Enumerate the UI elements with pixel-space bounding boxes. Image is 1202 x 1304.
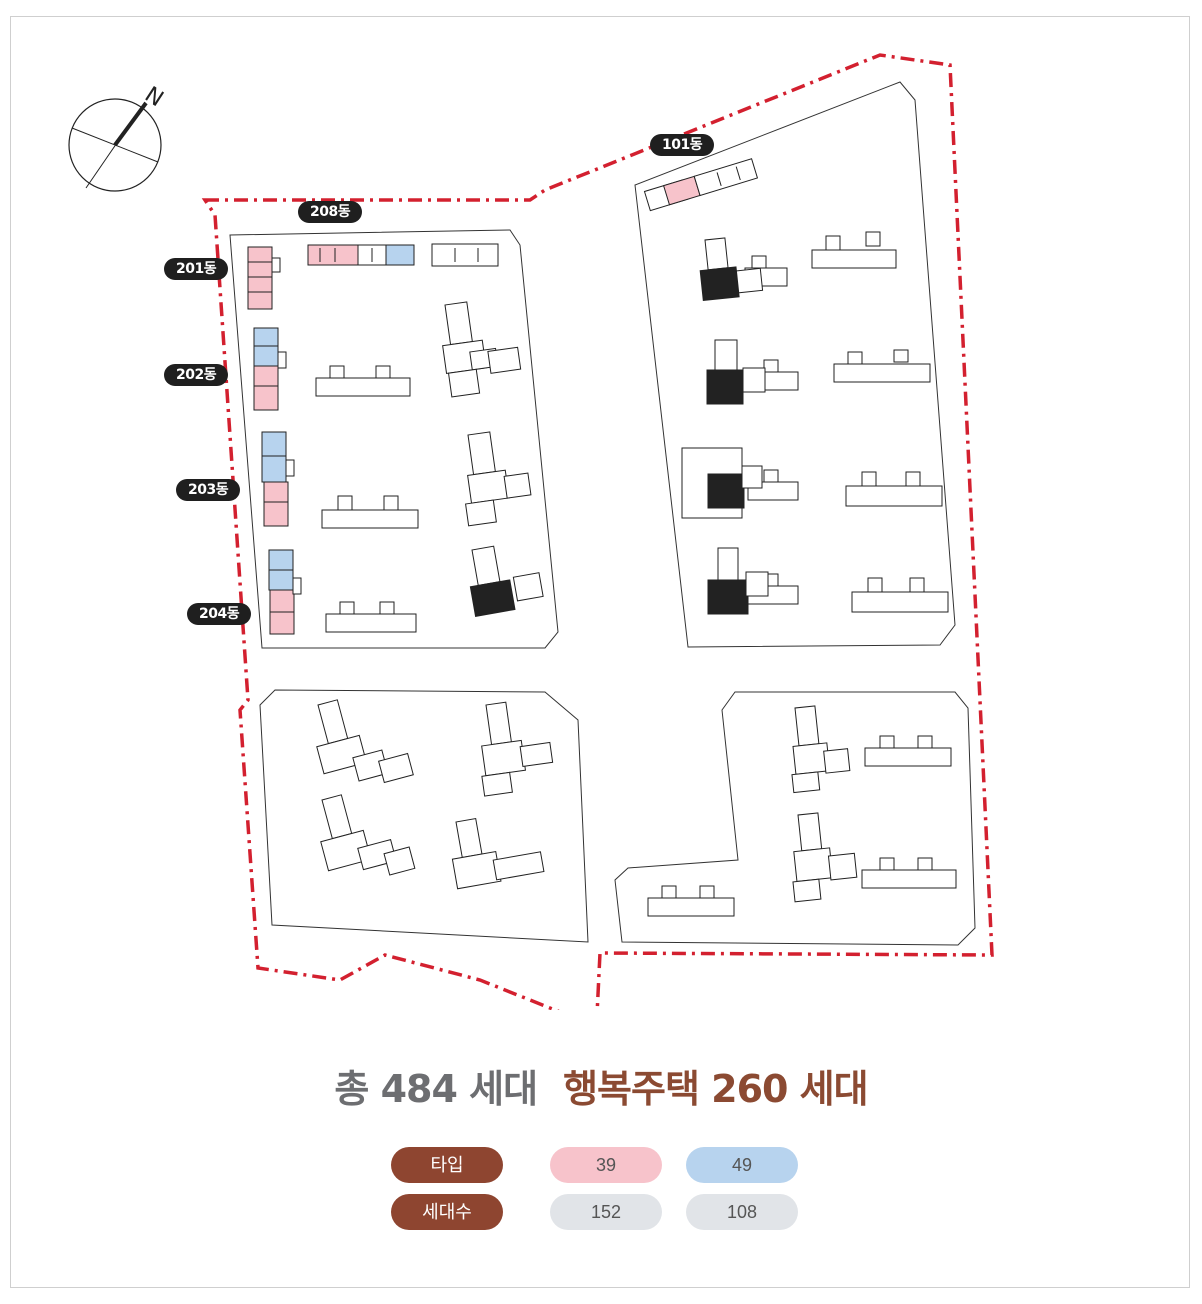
legend-units-39: 152 xyxy=(550,1194,662,1230)
legend-type-39: 39 xyxy=(550,1147,662,1183)
block-west xyxy=(229,229,559,649)
legend-type-header: 타입 xyxy=(391,1147,503,1183)
building-label-202: 202동 xyxy=(164,364,229,386)
block-south xyxy=(259,689,589,943)
tower-plans xyxy=(316,237,858,903)
legend-units-49: 108 xyxy=(686,1194,798,1230)
building-101 xyxy=(643,158,759,212)
unit-summary: 총 484 세대 행복주택 260 세대 xyxy=(0,1058,1202,1113)
legend-units-header: 세대수 xyxy=(391,1194,503,1230)
legend-type-49: 49 xyxy=(686,1147,798,1183)
building-label-203: 203동 xyxy=(176,479,241,501)
building-201 xyxy=(247,246,281,310)
happy-housing-units: 행복주택 260 세대 xyxy=(563,1067,869,1111)
building-label-208: 208동 xyxy=(298,201,363,223)
block-southeast xyxy=(614,691,976,946)
site-boundary xyxy=(201,53,994,1010)
compass-icon: N xyxy=(68,82,168,192)
building-204 xyxy=(268,549,302,635)
building-202 xyxy=(253,327,287,411)
site-plan: N xyxy=(68,53,994,1010)
total-units: 총 484 세대 xyxy=(334,1067,538,1111)
block-east xyxy=(634,81,956,648)
building-203 xyxy=(261,431,295,527)
building-label-204: 204동 xyxy=(187,603,252,625)
building-label-201: 201동 xyxy=(164,258,229,280)
building-label-101: 101동 xyxy=(650,134,715,156)
floorplans xyxy=(315,231,957,917)
image-frame xyxy=(10,16,1190,1288)
building-208 xyxy=(307,243,499,267)
